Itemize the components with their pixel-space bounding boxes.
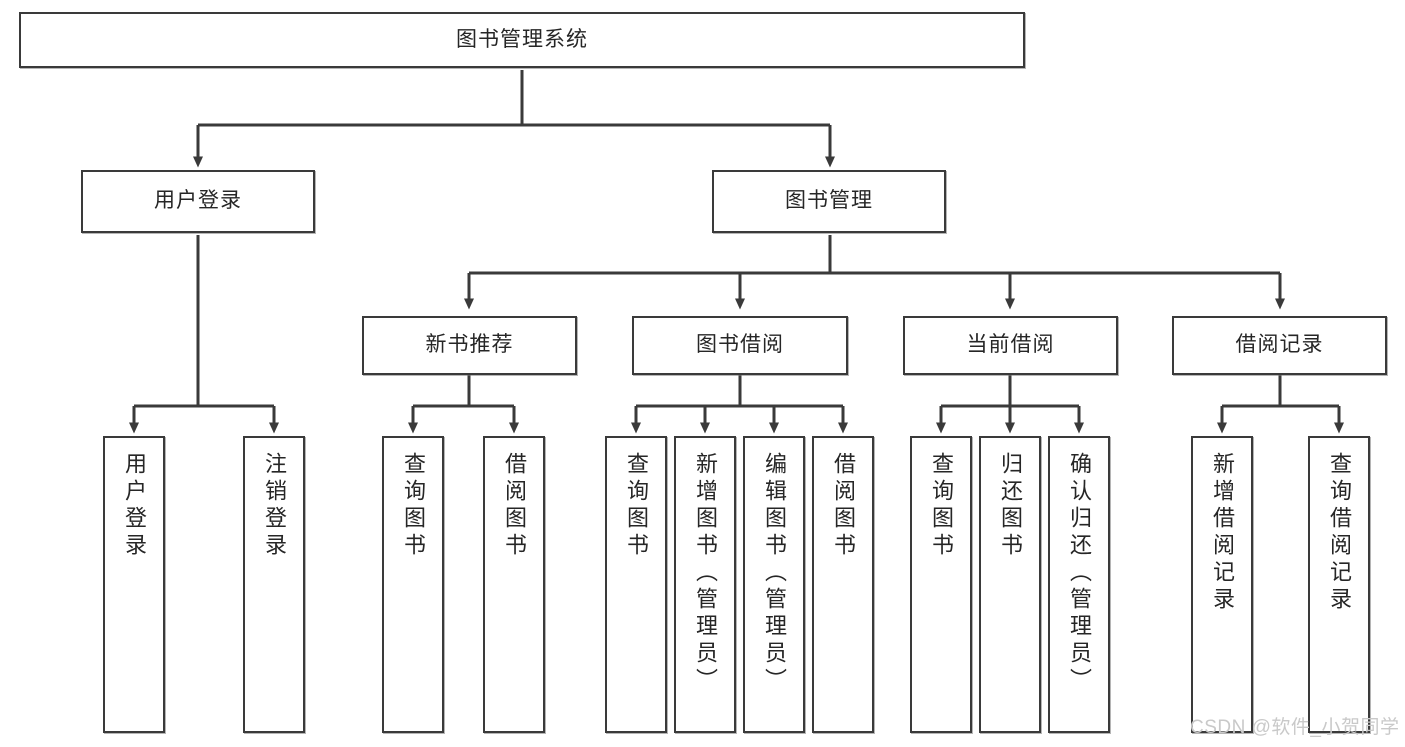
leaf-query-book-2-label: 查询图书 <box>624 452 649 560</box>
leaf-query-book-1-label: 查询图书 <box>401 452 426 560</box>
leaf-query-book-3[interactable]: 查询图书 <box>910 436 972 733</box>
leaf-user-logout-label: 注销登录 <box>262 452 287 560</box>
leaf-add-record-label: 新增借阅记录 <box>1210 452 1235 614</box>
leaf-user-login-label: 用户登录 <box>122 452 147 560</box>
node-book-borrow[interactable]: 图书借阅 <box>632 316 848 375</box>
leaf-borrow-book-1[interactable]: 借阅图书 <box>483 436 545 733</box>
leaf-confirm-return[interactable]: 确认归还（管理员） <box>1048 436 1110 733</box>
leaf-user-logout[interactable]: 注销登录 <box>243 436 305 733</box>
node-new-book-rec-label: 新书推荐 <box>425 333 514 357</box>
node-root[interactable]: 图书管理系统 <box>19 12 1025 68</box>
node-book-manage[interactable]: 图书管理 <box>712 170 946 233</box>
csdn-watermark: CSDN @软件_小贺同学 <box>1190 717 1400 738</box>
node-book-manage-label: 图书管理 <box>785 189 873 213</box>
leaf-borrow-book-2-label: 借阅图书 <box>831 452 856 560</box>
leaf-query-book-3-label: 查询图书 <box>929 452 954 560</box>
leaf-borrow-book-1-label: 借阅图书 <box>502 452 527 560</box>
node-current-borrow[interactable]: 当前借阅 <box>903 316 1118 375</box>
leaf-return-book[interactable]: 归还图书 <box>979 436 1041 733</box>
leaf-borrow-book-2[interactable]: 借阅图书 <box>812 436 874 733</box>
node-borrow-record[interactable]: 借阅记录 <box>1172 316 1387 375</box>
leaf-edit-book-label: 编辑图书（管理员） <box>762 452 787 695</box>
node-book-borrow-label: 图书借阅 <box>696 333 784 357</box>
leaf-add-book[interactable]: 新增图书（管理员） <box>674 436 736 733</box>
node-user-login-label: 用户登录 <box>154 189 242 213</box>
leaf-confirm-return-label: 确认归还（管理员） <box>1067 452 1092 695</box>
node-user-login[interactable]: 用户登录 <box>81 170 315 233</box>
node-current-borrow-label: 当前借阅 <box>966 333 1055 357</box>
node-borrow-record-label: 借阅记录 <box>1235 333 1324 357</box>
leaf-add-record[interactable]: 新增借阅记录 <box>1191 436 1253 733</box>
leaf-user-login[interactable]: 用户登录 <box>103 436 165 733</box>
leaf-query-record-label: 查询借阅记录 <box>1327 452 1352 614</box>
node-new-book-rec[interactable]: 新书推荐 <box>362 316 577 375</box>
leaf-return-book-label: 归还图书 <box>998 452 1023 560</box>
leaf-edit-book[interactable]: 编辑图书（管理员） <box>743 436 805 733</box>
node-root-label: 图书管理系统 <box>456 27 588 51</box>
leaf-query-book-2[interactable]: 查询图书 <box>605 436 667 733</box>
leaf-query-book-1[interactable]: 查询图书 <box>382 436 444 733</box>
leaf-add-book-label: 新增图书（管理员） <box>693 452 718 695</box>
leaf-query-record[interactable]: 查询借阅记录 <box>1308 436 1370 733</box>
